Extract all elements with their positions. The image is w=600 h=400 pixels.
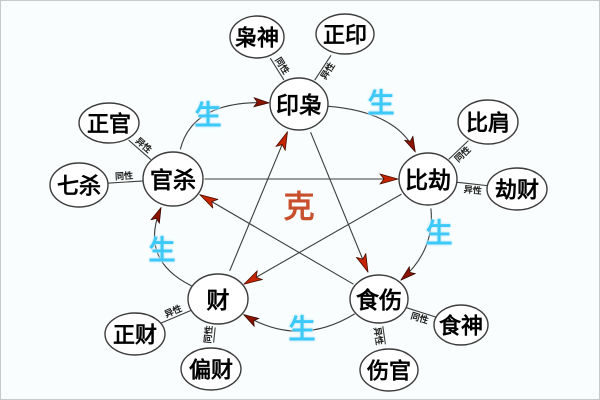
- node-label-shishen: 食神: [439, 314, 483, 339]
- node-label-bijie: 比劫: [405, 167, 451, 193]
- node-label-zhengyin: 正印: [323, 23, 367, 48]
- edge-overcome-bijie-cai: [245, 193, 402, 284]
- connector-zhengyin: [314, 54, 332, 81]
- sheng-label-4: 生: [148, 235, 176, 266]
- node-label-qisha: 七杀: [57, 174, 101, 199]
- node-label-jiecai: 劫财: [495, 178, 539, 203]
- node-circle-yinxiao: [269, 77, 329, 131]
- node-circle-shangguan: [359, 348, 419, 392]
- node-label-zhengcai: 正财: [113, 323, 157, 348]
- node-bijie: 比劫: [398, 152, 458, 206]
- connector-zhengcai: [159, 309, 192, 325]
- connector-shangguan: [382, 326, 386, 345]
- edge-overcome-yinxiao-shishang: [310, 131, 368, 272]
- connector-xiaoshen: [269, 57, 285, 81]
- edge-overcome-shishang-guansha: [200, 195, 354, 285]
- polarity-label-qisha: 同性: [115, 170, 134, 182]
- edge-generate-cai-guansha: [154, 208, 192, 287]
- node-shishen: 食神: [433, 304, 489, 346]
- node-circle-guansha: [142, 151, 204, 207]
- node-circle-zhengcai: [104, 312, 166, 356]
- node-circle-shishang: [349, 274, 409, 324]
- node-label-yinxiao: 印枭: [276, 92, 322, 118]
- connector-piancai: [213, 327, 216, 343]
- connector-bijian: [448, 140, 469, 160]
- polarity-label-shishen: 同性: [410, 310, 430, 326]
- polarity-label-shangguan: 异性: [372, 326, 385, 345]
- node-label-xiaoshen: 枭神: [234, 26, 279, 51]
- node-circle-jiecai: [486, 167, 548, 211]
- edge-generate-guansha-yinxiao: [179, 103, 268, 150]
- node-label-shangguan: 伤官: [366, 359, 411, 384]
- node-circle-piancai: [180, 347, 242, 391]
- node-label-guansha: 官杀: [150, 167, 196, 193]
- connector-qisha: [105, 180, 144, 184]
- node-yinxiao: 印枭: [269, 77, 329, 131]
- node-label-cai: 财: [207, 287, 230, 313]
- node-zhengyin: 正印: [315, 13, 375, 55]
- node-circle-zhengyin: [315, 13, 375, 55]
- ke-center-label: 克: [283, 189, 315, 225]
- node-xiaoshen: 枭神: [229, 15, 285, 59]
- polarity-label-piancai: 同性: [202, 325, 215, 344]
- node-jiecai: 劫财: [486, 167, 548, 211]
- node-circle-zhengguan: [78, 102, 140, 144]
- node-circle-xiaoshen: [229, 15, 285, 59]
- polarity-label-xiaoshen: 同性: [273, 55, 292, 76]
- node-circle-shishen: [433, 304, 489, 346]
- node-circle-qisha: [49, 162, 109, 208]
- edge-generate-yinxiao-bijie: [328, 105, 415, 151]
- node-qisha: 七杀: [49, 162, 109, 208]
- node-guansha: 官杀: [142, 151, 204, 207]
- node-label-piancai: 偏财: [189, 358, 233, 383]
- node-label-zhengguan: 正官: [87, 112, 131, 137]
- edge-generate-shishang-cai: [244, 313, 355, 332]
- connector-zhengguan: [128, 139, 152, 161]
- node-cai: 财: [187, 273, 249, 325]
- node-circle-bijian: [457, 99, 519, 145]
- node-shangguan: 伤官: [359, 348, 419, 392]
- node-piancai: 偏财: [180, 347, 242, 391]
- sheng-label-1: 生: [367, 88, 395, 119]
- connector-jiecai: [456, 181, 491, 187]
- sheng-label-0: 生: [194, 100, 222, 131]
- connector-shishen: [405, 306, 438, 319]
- node-label-shishang: 食伤: [356, 287, 402, 313]
- node-shishang: 食伤: [349, 274, 409, 324]
- polarity-label-zhengcai: 异性: [163, 302, 184, 319]
- node-zhengguan: 正官: [78, 102, 140, 144]
- node-circle-cai: [187, 273, 249, 325]
- polarity-label-jiecai: 异性: [463, 183, 482, 196]
- node-bijian: 比肩: [457, 99, 519, 145]
- edge-overcome-cai-yinxiao: [229, 132, 288, 272]
- sheng-label-3: 生: [288, 314, 316, 345]
- node-label-bijian: 比肩: [466, 111, 510, 136]
- polarity-label-bijian: 同性: [452, 144, 473, 164]
- node-zhengcai: 正财: [104, 312, 166, 356]
- edge-generate-bijie-shishang: [401, 208, 432, 279]
- polarity-label-zhengguan: 异性: [134, 135, 155, 155]
- node-circle-bijie: [398, 152, 458, 206]
- sheng-label-2: 生: [425, 218, 453, 249]
